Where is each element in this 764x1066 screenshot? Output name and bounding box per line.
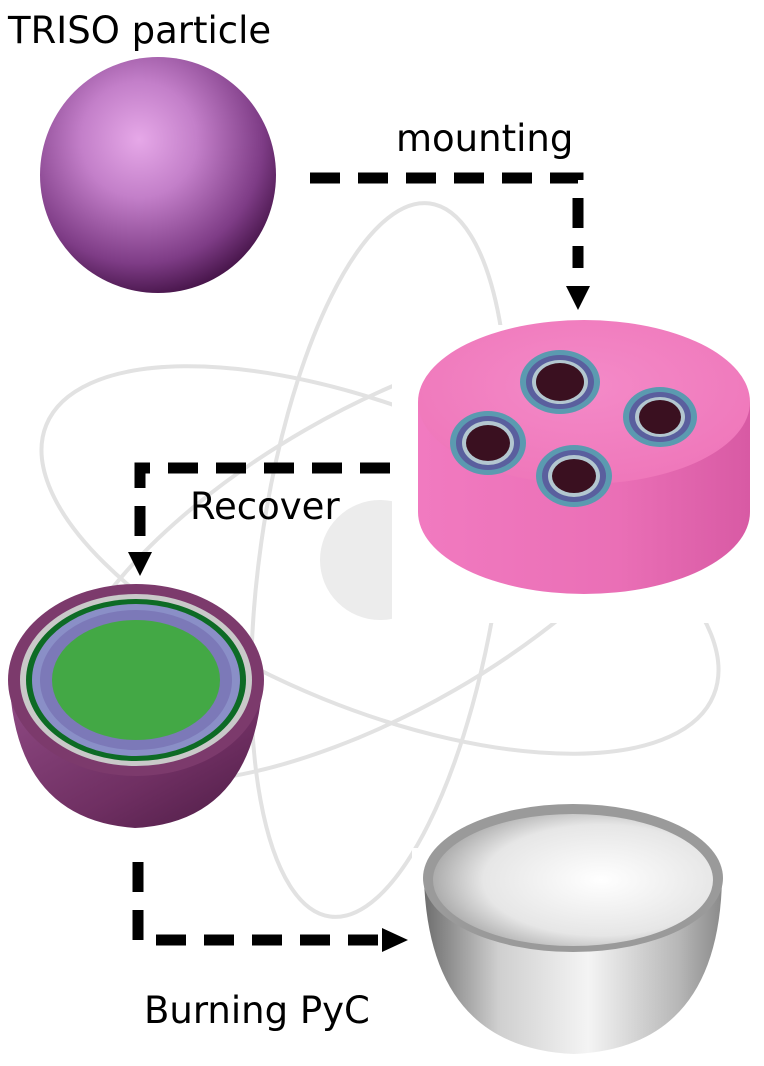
burning-pyc-label: Burning PyC	[144, 992, 370, 1029]
mounting-label: mounting	[396, 120, 573, 157]
mounted-particle-top	[520, 350, 600, 414]
triso-particle-label: TRISO particle	[8, 12, 271, 49]
mount-puck	[392, 320, 764, 623]
sic-shell	[412, 804, 732, 1058]
mounting-arrow	[310, 178, 590, 310]
triso-particle-sphere	[40, 57, 276, 293]
recover-label: Recover	[190, 488, 340, 525]
mounted-particle-left	[450, 411, 526, 475]
mounted-particle-bottom	[536, 445, 612, 507]
sectioned-particle	[8, 584, 264, 828]
mounted-particle-right	[623, 387, 697, 447]
